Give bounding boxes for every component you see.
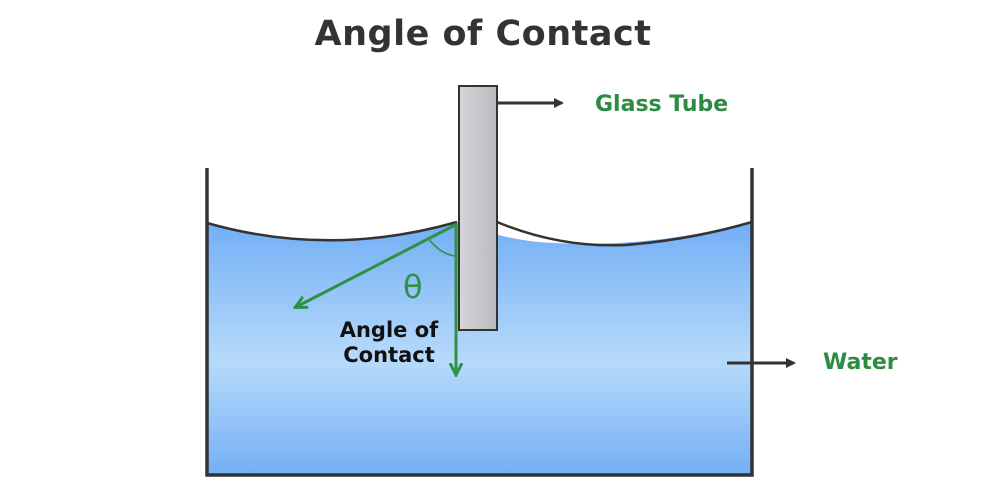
- container-walls: [205, 168, 754, 477]
- angle-caption-line1: Angle of: [339, 318, 439, 342]
- angle-of-contact-caption: Angle of Contact: [322, 318, 456, 368]
- angle-arc: [427, 237, 456, 257]
- diagram-title: Angle of Contact: [314, 14, 652, 54]
- tangent-arrow: [296, 222, 458, 307]
- glass-tube: [458, 85, 498, 331]
- water-body: [207, 222, 752, 475]
- water-label: Water: [823, 350, 898, 375]
- water-meniscus: [206, 220, 753, 247]
- theta-symbol: θ: [403, 268, 423, 306]
- glass-tube-label: Glass Tube: [595, 92, 729, 117]
- angle-caption-line2: Contact: [343, 343, 435, 367]
